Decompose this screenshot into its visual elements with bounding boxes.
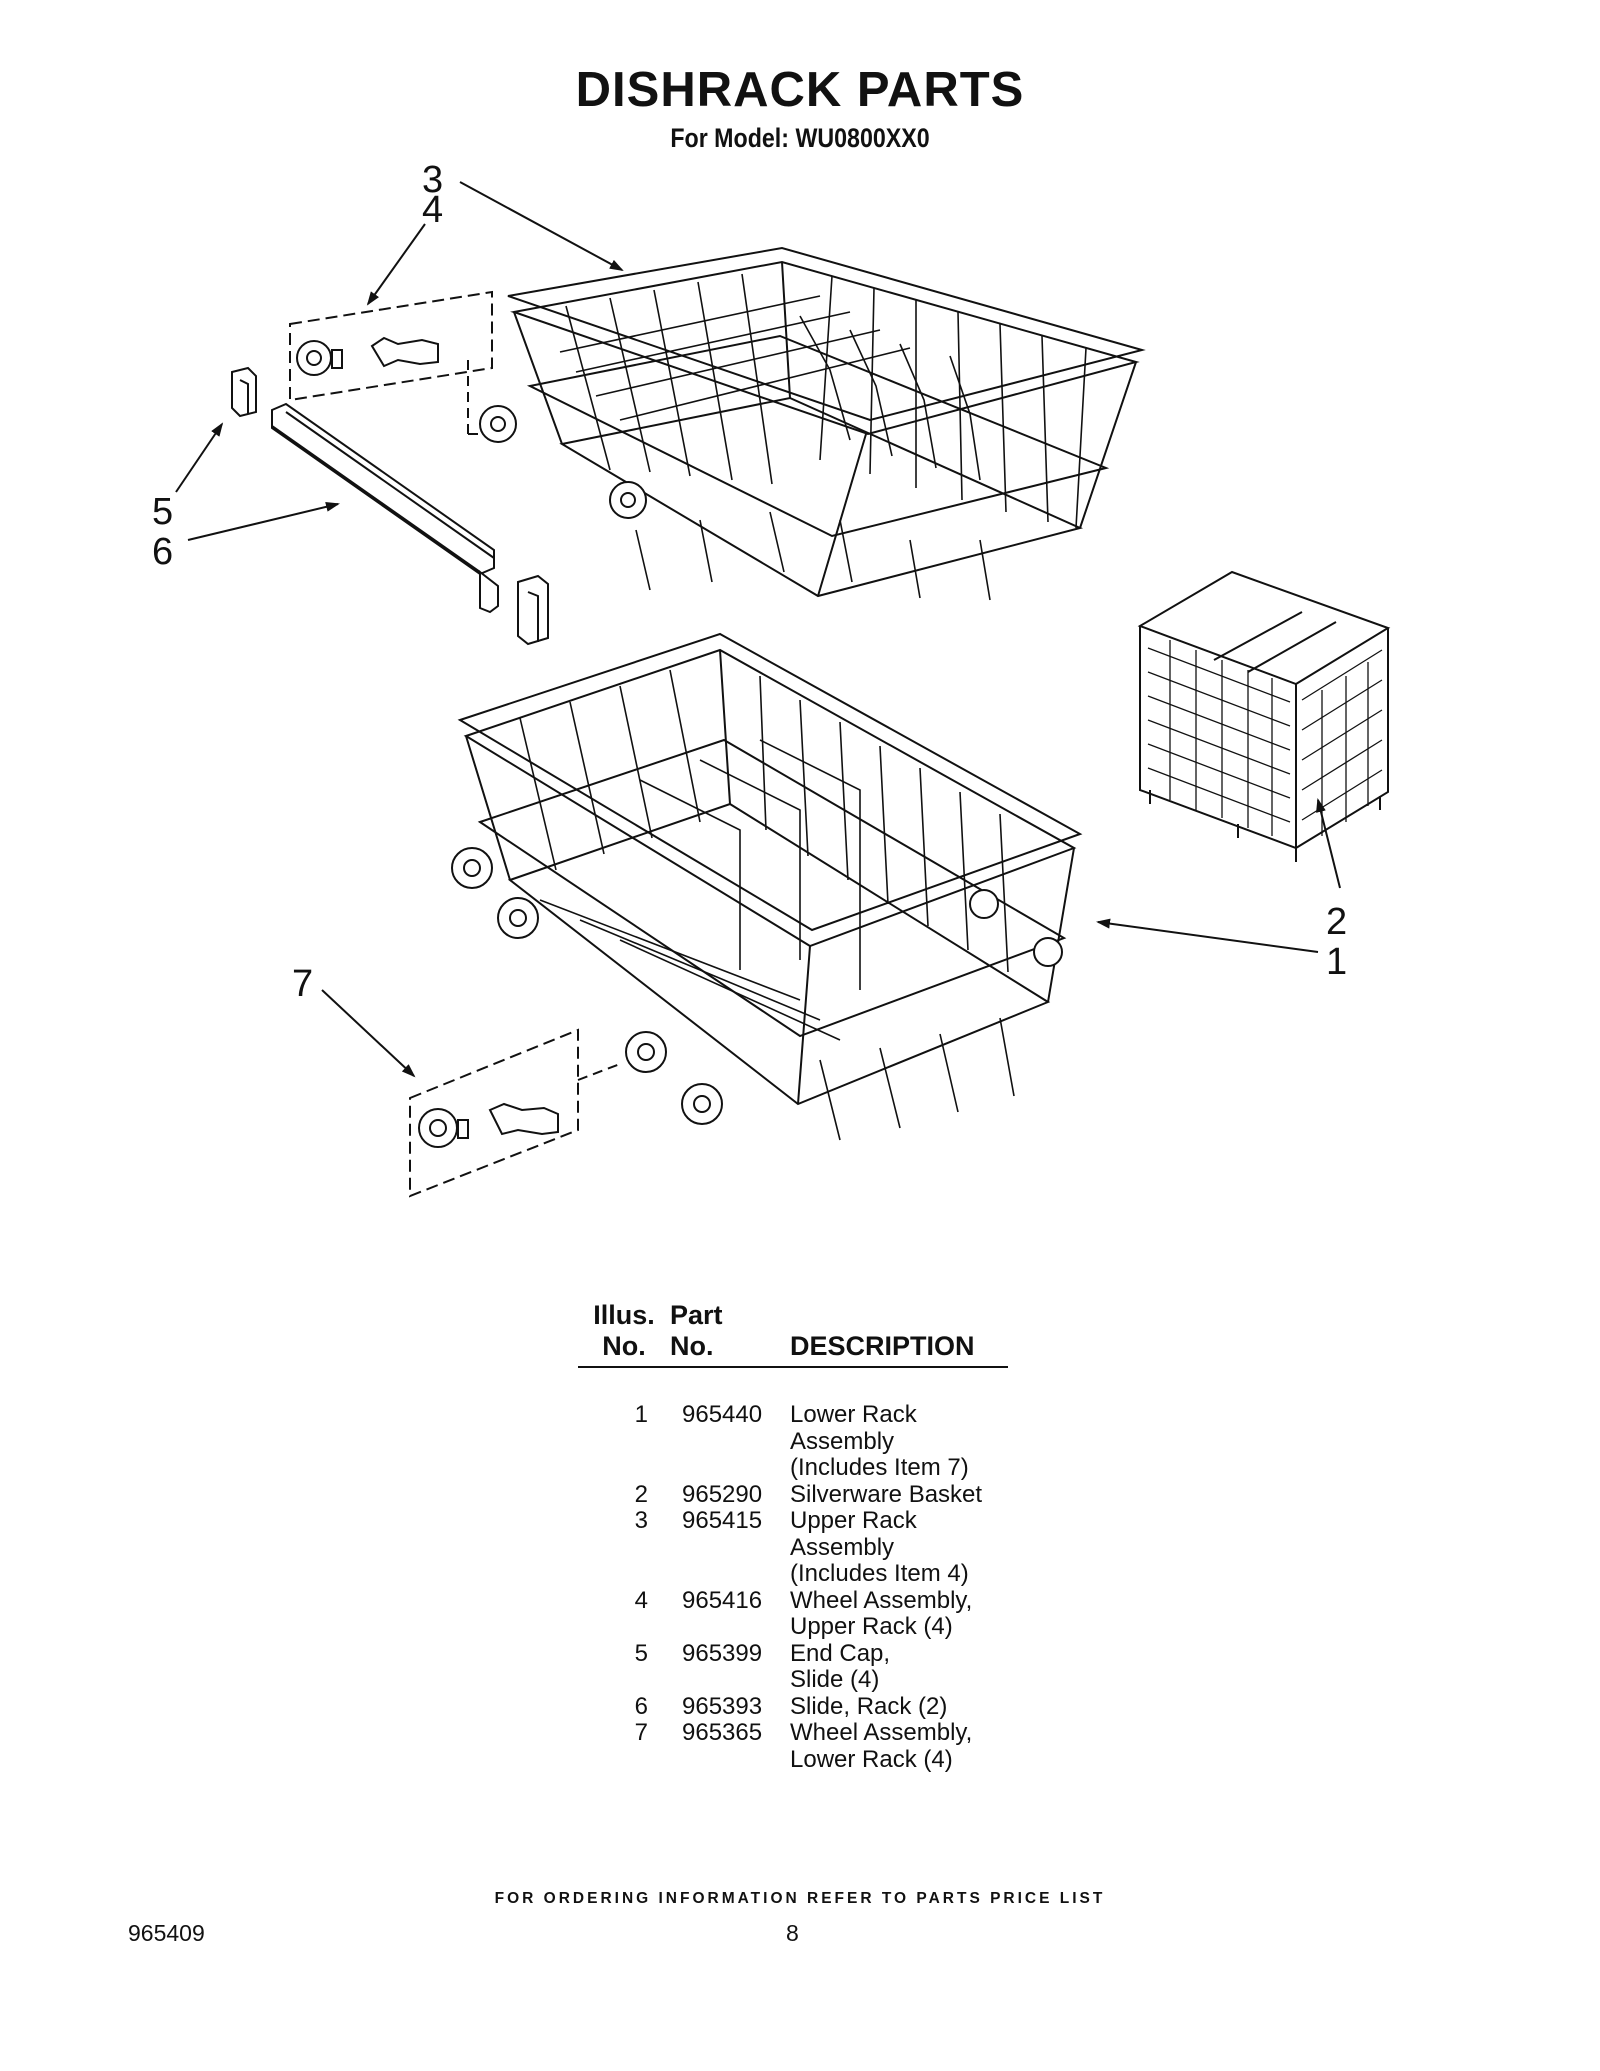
callout-6: 6 (152, 531, 173, 573)
callout-7: 7 (292, 963, 313, 1005)
illus-no: 1 (634, 1401, 648, 1428)
model-subtitle: For Model: WU0800XX0 (670, 123, 930, 153)
callout-4: 4 (422, 189, 443, 231)
arrow-7 (321, 989, 416, 1078)
description: Lower Rack Assembly (Includes Item 7) (790, 1401, 969, 1481)
arrow-2 (1316, 798, 1341, 889)
silverware-basket (1137, 570, 1391, 862)
header-description: DESCRIPTION (790, 1331, 975, 1361)
arrow-4 (366, 223, 426, 306)
part-no: 965416 (682, 1586, 763, 1614)
callout-1: 1 (1326, 941, 1347, 983)
lower-rack (451, 632, 1083, 1141)
illus-no: 3 (634, 1507, 648, 1534)
ordering-info-note: FOR ORDERING INFORMATION REFER TO PARTS … (494, 1890, 1106, 1907)
description: Slide, Rack (2) (790, 1692, 948, 1720)
description: Wheel Assembly, Upper Rack (4) (790, 1586, 973, 1640)
table-row: 7 965365 Wheel Assembly, Lower Rack (4) (578, 1719, 1008, 1773)
lower-wheel-assembly (409, 1028, 621, 1198)
upper-rack (479, 246, 1146, 601)
part-no: 965365 (682, 1719, 763, 1746)
illus-no: 5 (634, 1639, 648, 1667)
callout-5: 5 (152, 491, 173, 533)
illus-no: 7 (634, 1719, 648, 1746)
table-row: 4 965416 Wheel Assembly, Upper Rack (4) (578, 1586, 1008, 1641)
table-row: 2 965290 Silverware Basket (578, 1480, 1008, 1509)
page-title: DISHRACK PARTS (575, 63, 1025, 117)
arrow-5 (175, 422, 224, 493)
upper-wheel-assembly (289, 290, 493, 435)
header-illus-no: Illus. No. (593, 1300, 655, 1361)
illus-no: 6 (634, 1692, 648, 1720)
parts-table: Illus. No. Part No. DESCRIPTION 1 965440… (578, 1300, 1008, 1773)
rack-slide (271, 402, 499, 614)
table-row: 3 965415 Upper Rack Assembly (Includes I… (578, 1507, 1008, 1588)
part-no: 965393 (682, 1692, 763, 1720)
arrow-1 (1096, 918, 1319, 953)
leader-arrows (175, 181, 1341, 1078)
table-row: 1 965440 Lower Rack Assembly (Includes I… (578, 1401, 1008, 1482)
description: End Cap, Slide (4) (790, 1639, 891, 1693)
header-part-no: Part No. (670, 1300, 723, 1361)
table-row: 5 965399 End Cap, Slide (4) (578, 1639, 1008, 1694)
exploded-parts-diagram: 3 4 5 6 2 1 7 (152, 159, 1391, 1198)
description: Silverware Basket (790, 1480, 983, 1508)
document-number: 965409 (128, 1920, 205, 1946)
part-no: 965399 (682, 1639, 763, 1667)
table-row: 6 965393 Slide, Rack (2) (578, 1692, 1008, 1721)
arrow-6 (187, 501, 340, 541)
part-no: 965440 (682, 1401, 763, 1428)
description: Upper Rack Assembly (Includes Item 4) (790, 1507, 969, 1587)
end-cap (231, 366, 549, 646)
callout-3: 3 (422, 159, 443, 201)
part-no: 965290 (682, 1480, 763, 1508)
illus-no: 4 (634, 1586, 648, 1614)
part-no: 965415 (682, 1507, 763, 1534)
parts-table-header: Illus. No. Part No. DESCRIPTION (578, 1300, 1008, 1367)
description: Wheel Assembly, Lower Rack (4) (790, 1719, 973, 1773)
arrow-3 (459, 181, 624, 271)
callout-2: 2 (1326, 901, 1347, 943)
page-number: 8 (786, 1920, 799, 1946)
illus-no: 2 (634, 1480, 648, 1508)
